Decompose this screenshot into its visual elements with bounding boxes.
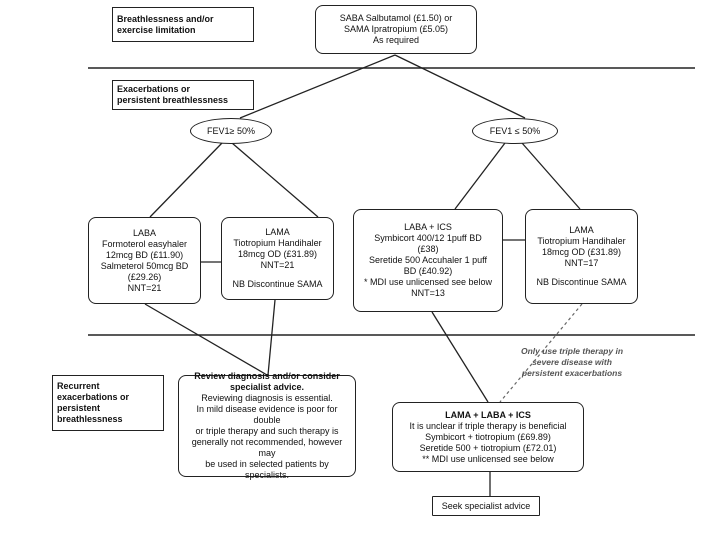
arrow-top-to-right <box>394 54 526 119</box>
label-recurrent-exacerbations: Recurrent exacerbations or persistent br… <box>52 375 164 431</box>
box-seek-specialist: Seek specialist advice <box>432 496 540 516</box>
label-breathlessness: Breathlessness and/or exercise limitatio… <box>112 7 254 42</box>
ellipse-fev1-over-50: FEV1≥ 50% <box>190 118 272 144</box>
arrow-labaics-to-triple <box>431 311 489 403</box>
arrow-laba-to-review <box>144 303 268 376</box>
arrow-lama-to-review <box>267 299 276 376</box>
box-lama-right: LAMA Tiotropium Handihaler 18mcg OD (£31… <box>525 209 638 304</box>
arrow-fev-right-to-labaics <box>454 142 506 210</box>
arrow-fev-left-to-lama <box>231 142 319 218</box>
box-review-diagnosis: Review diagnosis and/or consider special… <box>178 371 356 480</box>
box-laba-ics: LABA + ICS Symbicort 400/12 1puff BD (£3… <box>353 209 503 312</box>
box-laba: LABA Formoterol easyhaler 12mcg BD (£11.… <box>88 217 201 304</box>
box-saba-sama: SABA Salbutamol (£1.50) or SAMA Ipratrop… <box>315 5 477 54</box>
arrow-fev-left-to-laba <box>149 142 223 218</box>
note-triple-therapy: Only use triple therapy in severe diseas… <box>520 346 624 378</box>
box-triple-therapy: LAMA + LABA + ICS It is unclear if tripl… <box>392 402 584 472</box>
arrow-fev-right-to-lama <box>521 142 581 210</box>
arrow-top-to-left <box>239 54 396 119</box>
box-lama-left: LAMA Tiotropium Handihaler 18mcg OD (£31… <box>221 217 334 300</box>
ellipse-fev1-under-50: FEV1 ≤ 50% <box>472 118 558 144</box>
label-exacerbations: Exacerbations or persistent breathlessne… <box>112 80 254 110</box>
